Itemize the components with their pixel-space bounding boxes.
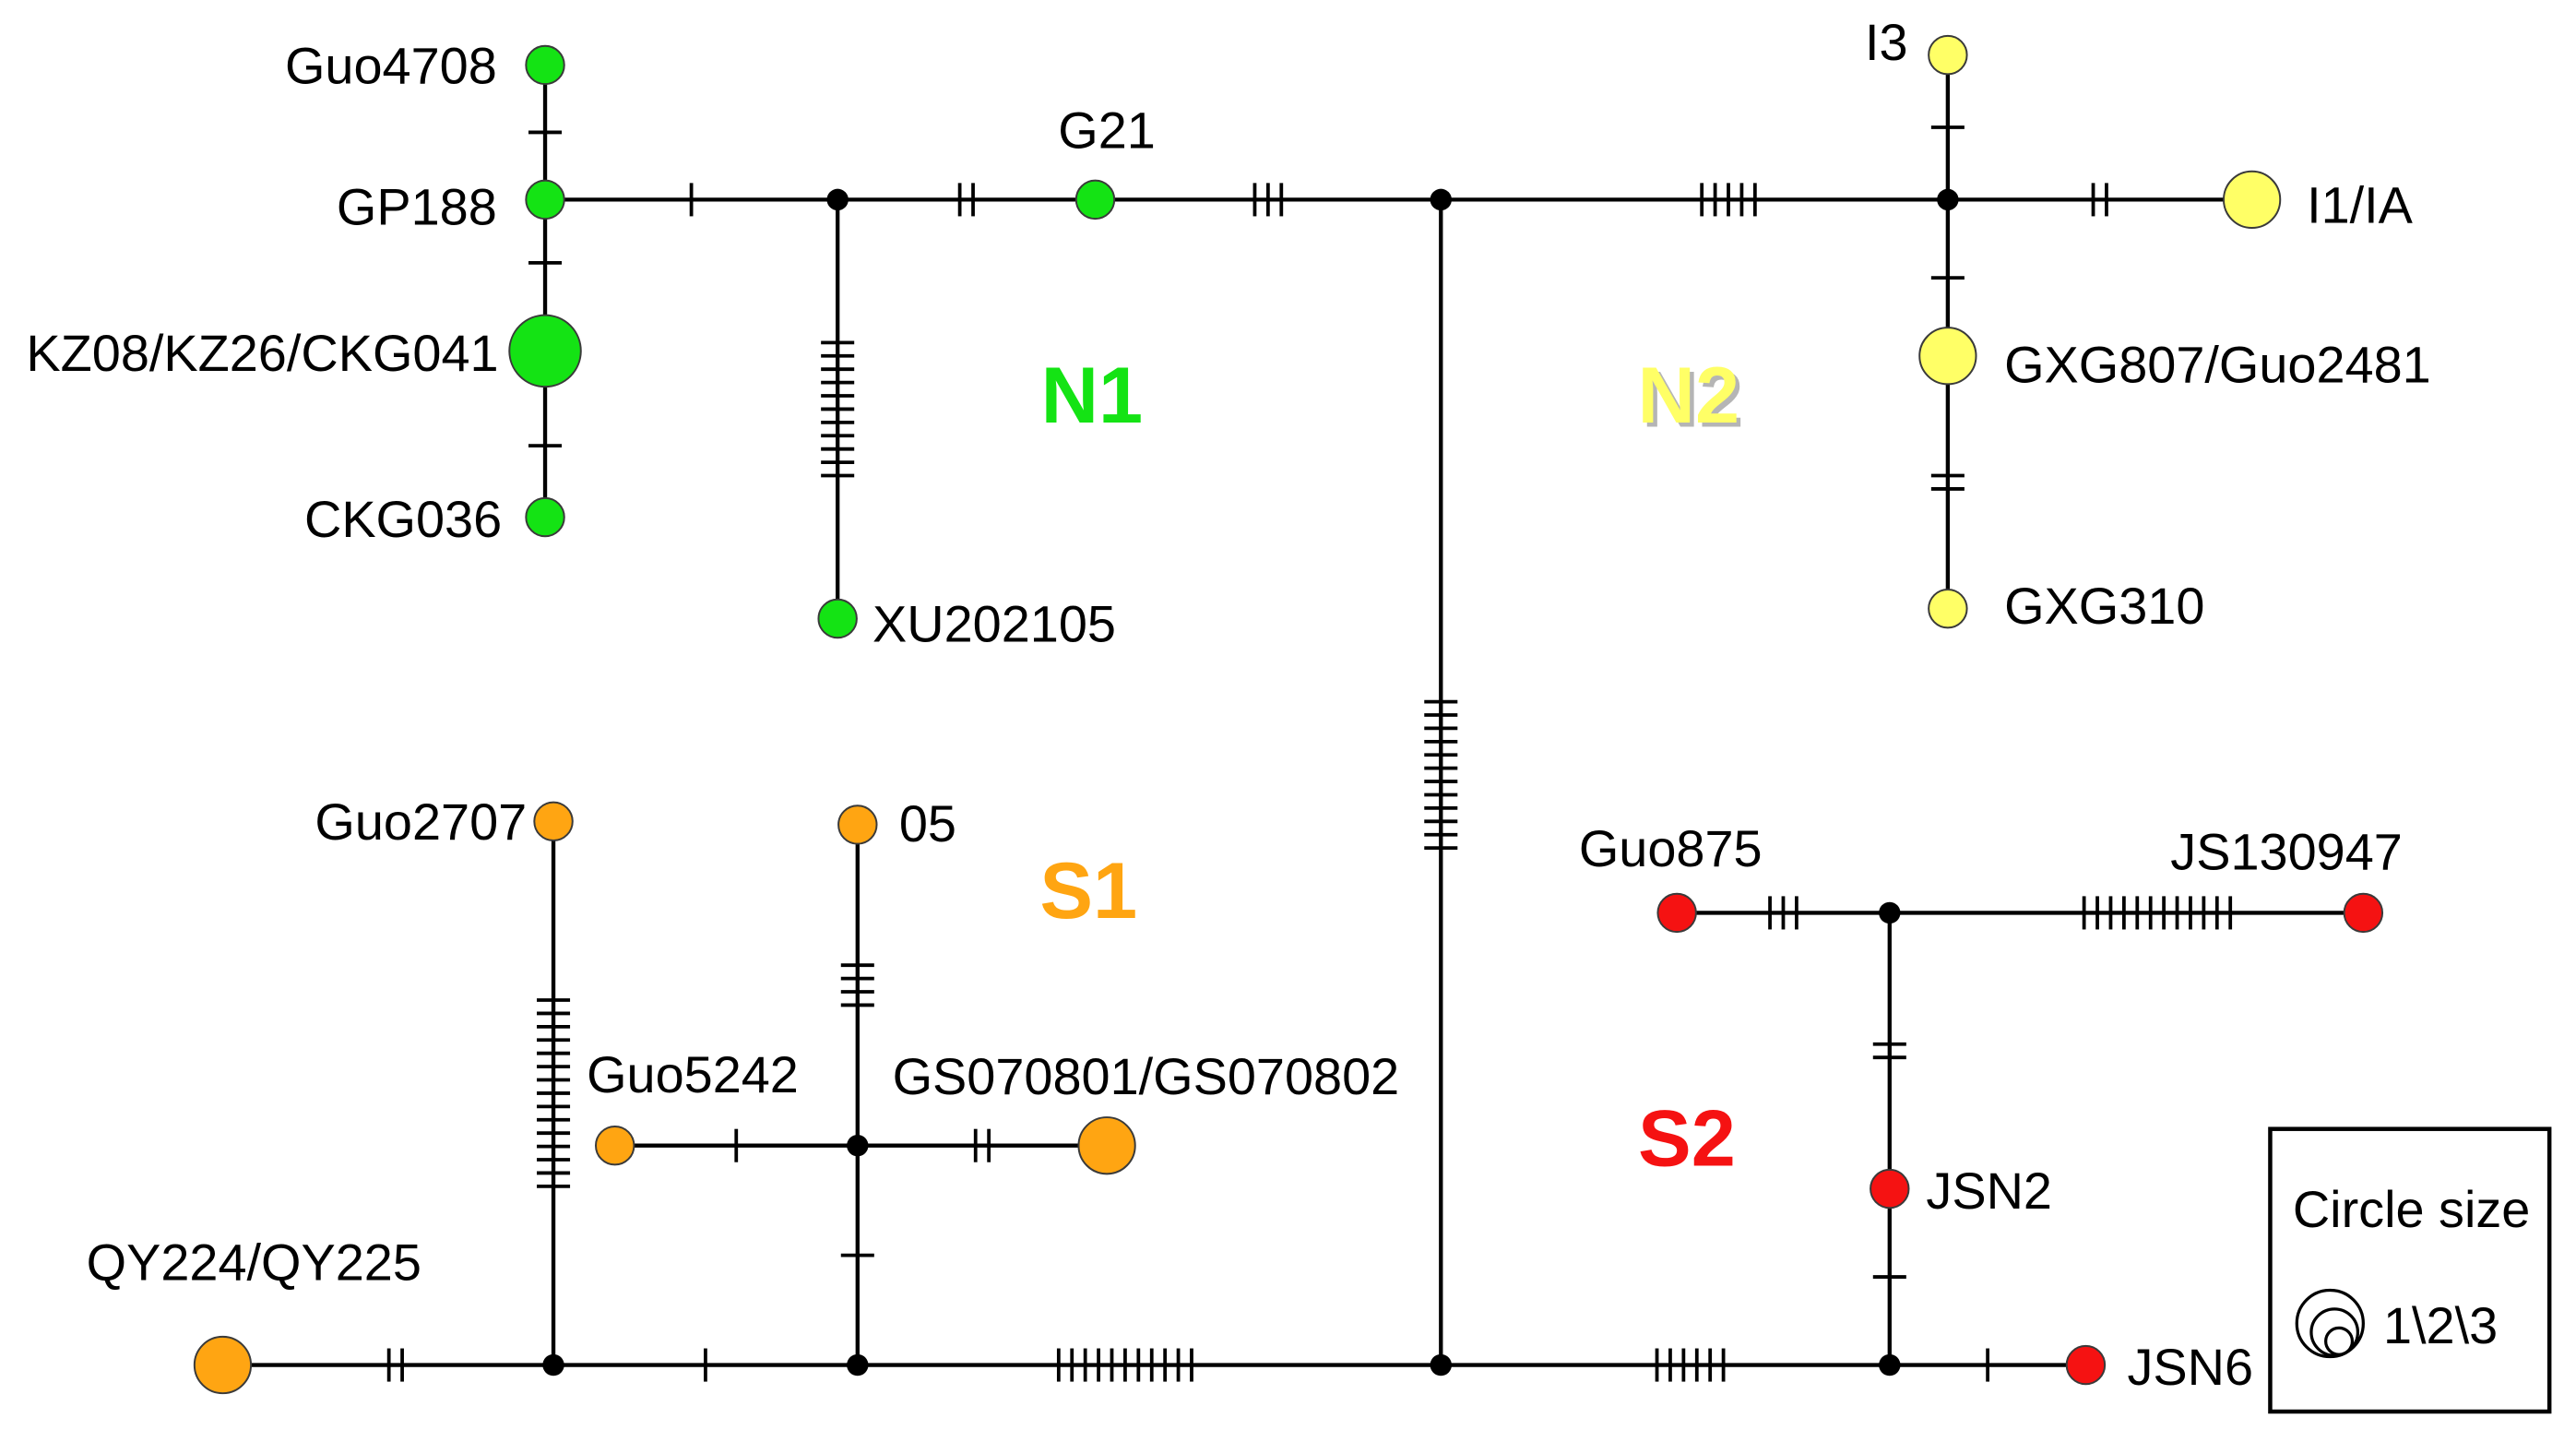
haplotype-node	[1928, 34, 1968, 76]
haplotype-node	[1928, 588, 1968, 629]
haplotype-label: GXG807/Guo2481	[2004, 336, 2431, 394]
haplotype-node	[817, 598, 858, 639]
mutation-ticks-layer	[386, 125, 2233, 1382]
haplotype-node	[525, 179, 565, 220]
haplotype-label: JS130947	[2170, 823, 2403, 881]
median-vector-node	[847, 1134, 869, 1157]
concentric-circles-icon	[2295, 1288, 2365, 1359]
haplotype-node	[533, 801, 574, 842]
haplotype-node	[1074, 179, 1116, 220]
haplotype-label: Guo4708	[285, 36, 497, 94]
haplotype-label: GS070801/GS070802	[893, 1047, 1400, 1105]
haplotype-node	[2343, 892, 2384, 934]
haplotype-node	[595, 1125, 635, 1166]
haplotype-label: I3	[1865, 13, 1908, 71]
group-label-n2: N2	[1637, 352, 1739, 440]
median-vector-node	[1430, 1353, 1452, 1376]
haplotype-label: I1/IA	[2307, 176, 2414, 234]
haplotype-label: XU202105	[873, 595, 1116, 653]
haplotype-label: KZ08/KZ26/CKG041	[26, 324, 498, 382]
median-vector-node	[1879, 1353, 1901, 1376]
haplotype-node	[2065, 1344, 2107, 1386]
group-label-n1: N1	[1041, 352, 1144, 440]
haplotype-node	[1656, 892, 1697, 934]
haplotype-node	[525, 496, 565, 538]
haplotype-label: JSN2	[1926, 1162, 2052, 1220]
haplotype-label: 05	[899, 794, 956, 852]
haplotype-node	[508, 314, 582, 388]
group-label-s2: S2	[1638, 1094, 1736, 1183]
nodes-layer	[193, 34, 2384, 1395]
haplotype-label: JSN6	[2127, 1338, 2253, 1396]
haplotype-node	[1918, 327, 1977, 386]
haplotype-label: GP188	[337, 177, 497, 235]
median-vector-node	[542, 1353, 564, 1376]
group-label-n2-shadow: N2	[1642, 355, 1744, 444]
haplotype-node	[193, 1335, 253, 1395]
median-vector-node	[1937, 188, 1959, 211]
haplotype-node	[525, 44, 565, 86]
legend: Circle size 1\2\3	[2268, 1126, 2552, 1414]
haplotype-node	[2222, 170, 2282, 230]
haplotype-label: Guo2707	[315, 792, 527, 851]
haplotype-node	[1077, 1116, 1136, 1175]
median-vector-node	[1430, 188, 1452, 211]
haplotype-node	[837, 804, 878, 845]
haplotype-label: G21	[1058, 101, 1156, 160]
legend-box	[2268, 1126, 2552, 1414]
haplotype-node	[1870, 1168, 1910, 1210]
median-vector-node	[847, 1353, 869, 1376]
haplotype-label: CKG036	[304, 490, 502, 548]
legend-scale: 1\2\3	[2383, 1296, 2498, 1354]
haplotype-label: Guo5242	[587, 1045, 799, 1103]
median-vector-node	[1879, 901, 1901, 924]
haplotype-label: Guo875	[1579, 819, 1763, 877]
legend-title: Circle size	[2293, 1180, 2531, 1238]
group-labels: N1 N2 N2 S1 S2	[1039, 352, 1743, 1183]
haplotype-label: QY224/QY225	[87, 1233, 421, 1292]
haplotype-label: GXG310	[2004, 577, 2204, 635]
median-vector-node	[826, 188, 849, 211]
group-label-s1: S1	[1039, 847, 1137, 935]
